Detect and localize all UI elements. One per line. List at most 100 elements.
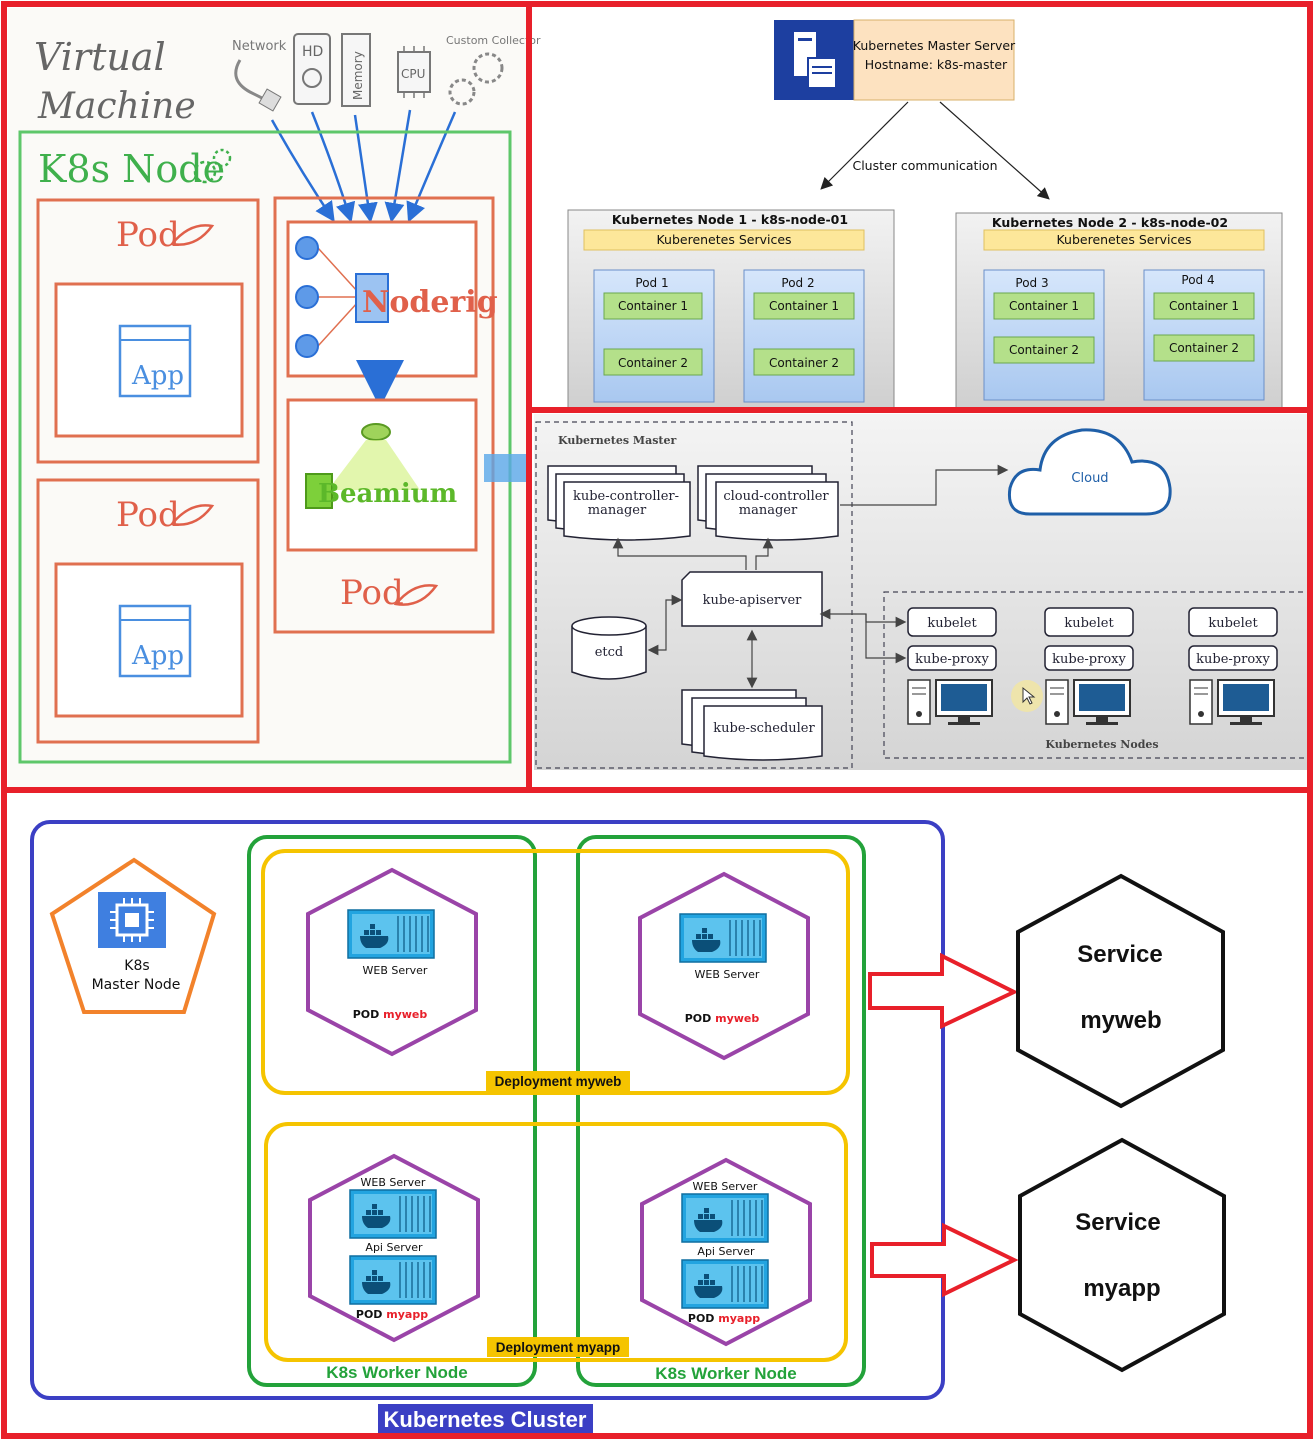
nodes-title: Kubernetes Nodes — [1045, 738, 1158, 751]
vm-label-line2: Machine — [37, 86, 196, 127]
node-title: Kubernetes Node 2 - k8s-node-02 — [992, 215, 1228, 230]
services-label: Kuberenetes Services — [1056, 232, 1191, 247]
container-1-label: Container 1 — [1169, 299, 1239, 313]
pod-label: Pod — [340, 573, 404, 613]
cloud-icon: Cloud — [1007, 428, 1172, 516]
custom-collector-label: Custom Collector — [446, 34, 541, 47]
pod-myapp-2: WEB Server Api Server POD myapp — [640, 1157, 812, 1347]
kubelet-label: kubelet — [1064, 616, 1114, 631]
k8s-node-label: K8s Node — [38, 147, 225, 191]
node-title: Kubernetes Node 1 - k8s-node-01 — [612, 212, 848, 227]
service-myweb: Service myweb — [1016, 873, 1225, 1109]
monitoring-pod: Noderig Beamium Pod — [273, 196, 498, 634]
pod-4-label: Pod 4 — [1181, 273, 1214, 287]
etcd-cylinder: etcd — [571, 616, 647, 680]
app-window-icon: App — [118, 604, 192, 678]
hd-label: HD — [302, 44, 323, 60]
pod-label: Pod — [116, 495, 180, 535]
pod-label: POD myweb — [685, 1012, 760, 1025]
container-2-label: Container 2 — [1009, 343, 1079, 357]
app-label: App — [131, 641, 184, 671]
pea-icon — [393, 584, 439, 606]
cpu-icon: CPU — [397, 46, 431, 98]
ccm-line1: cloud-controller — [723, 489, 829, 504]
pod-label: Pod — [116, 215, 180, 255]
k8s-node-box — [18, 130, 512, 764]
service-name: myweb — [1080, 1007, 1161, 1034]
worker-node-box-1 — [247, 835, 537, 1387]
web-server-label: WEB Server — [361, 1176, 426, 1189]
master-dashed-box — [535, 421, 853, 769]
service-arrow-1 — [868, 952, 1019, 1030]
web-server-label: WEB Server — [693, 1180, 758, 1193]
pea-icon — [169, 504, 215, 526]
docker-container-icon — [679, 913, 767, 963]
pod-box-1: Pod App — [36, 198, 260, 464]
worker-node-box-2 — [576, 835, 866, 1387]
kube-proxy-label: kube-proxy — [1052, 652, 1126, 667]
master-line1: K8s — [124, 958, 149, 974]
worker-node-label-1: K8s Worker Node — [326, 1363, 467, 1382]
kube-scheduler: kube-scheduler — [681, 689, 823, 761]
docker-container-icon — [681, 1259, 769, 1309]
container-2-label: Container 2 — [769, 356, 839, 370]
memory-icon: Memory — [341, 33, 371, 107]
kube-controller-manager: kube-controller- manager — [547, 465, 691, 541]
ufo-icon — [328, 423, 420, 490]
container-2-label: Container 2 — [618, 356, 688, 370]
cpu-label: CPU — [401, 67, 425, 81]
container-1-label: Container 1 — [769, 299, 839, 313]
worker-node-label-2: K8s Worker Node — [655, 1364, 796, 1383]
master-server-box — [853, 19, 1015, 101]
services-label: Kuberenetes Services — [656, 232, 791, 247]
cluster-communication-label: Cluster communication — [852, 158, 997, 173]
worker-node-2: kubelet kube-proxy — [1044, 607, 1134, 726]
memory-label: Memory — [351, 51, 365, 100]
container-1-label: Container 1 — [618, 299, 688, 313]
pod-myweb-2: WEB Server POD myweb — [638, 871, 810, 1061]
scheduler-label: kube-scheduler — [713, 721, 815, 736]
panel-cluster: Kubernetes Cluster K8s Master Node K8s W… — [30, 820, 1226, 1434]
deployment-myweb-box — [261, 849, 850, 1095]
deployment-myapp-box — [264, 1122, 848, 1362]
noderig-label: Noderig — [362, 285, 498, 320]
kcm-line1: kube-controller- — [573, 489, 679, 504]
api-server-label: Api Server — [365, 1241, 423, 1254]
pod-box-2: Pod App — [36, 478, 260, 744]
kcm-line2: manager — [588, 503, 647, 518]
pod-2-label: Pod 2 — [781, 276, 814, 290]
mouse-cursor-icon — [1022, 686, 1036, 705]
pod-label: POD myapp — [688, 1312, 760, 1325]
deployment-myweb-label: Deployment myweb — [495, 1074, 622, 1089]
docker-container-icon — [347, 909, 435, 959]
docker-container-icon — [349, 1255, 437, 1305]
docker-container-icon — [681, 1193, 769, 1243]
k8s-master-node: K8s Master Node — [49, 857, 217, 1014]
beamium-label: Beamium — [318, 479, 457, 509]
cluster-label: Kubernetes Cluster — [384, 1407, 587, 1432]
kube-proxy-label: kube-proxy — [915, 652, 989, 667]
cloud-controller-manager: cloud-controller manager — [697, 465, 839, 541]
app-label: App — [131, 361, 184, 391]
worker-node-3: kubelet kube-proxy — [1188, 607, 1278, 726]
master-title: Kubernetes Master — [558, 434, 676, 447]
pod-1-label: Pod 1 — [635, 276, 668, 290]
pod-label: POD myweb — [353, 1008, 428, 1021]
panel-master-nodes: Kubernetes Master Server Hostname: k8s-m… — [567, 19, 1283, 411]
metric-arrows — [270, 109, 457, 223]
master-server-title: Kubernetes Master Server — [853, 38, 1016, 53]
ccm-line2: manager — [739, 503, 798, 518]
pod-myapp-1: WEB Server Api Server POD myapp — [308, 1153, 480, 1343]
pod-3-label: Pod 3 — [1015, 276, 1048, 290]
network-label: Network — [232, 39, 287, 54]
cloud-label: Cloud — [1071, 471, 1108, 486]
kubelet-label: kubelet — [1208, 616, 1258, 631]
panel-vm-sketch: Virtual Machine Network HD Memory CPU Cu… — [8, 8, 541, 788]
kubelet-label: kubelet — [927, 616, 977, 631]
k8s-node-02: Kubernetes Node 2 - k8s-node-02 Kuberene… — [955, 212, 1283, 411]
master-line2: Master Node — [92, 977, 181, 993]
web-server-label: WEB Server — [695, 968, 760, 981]
etcd-label: etcd — [595, 645, 624, 660]
